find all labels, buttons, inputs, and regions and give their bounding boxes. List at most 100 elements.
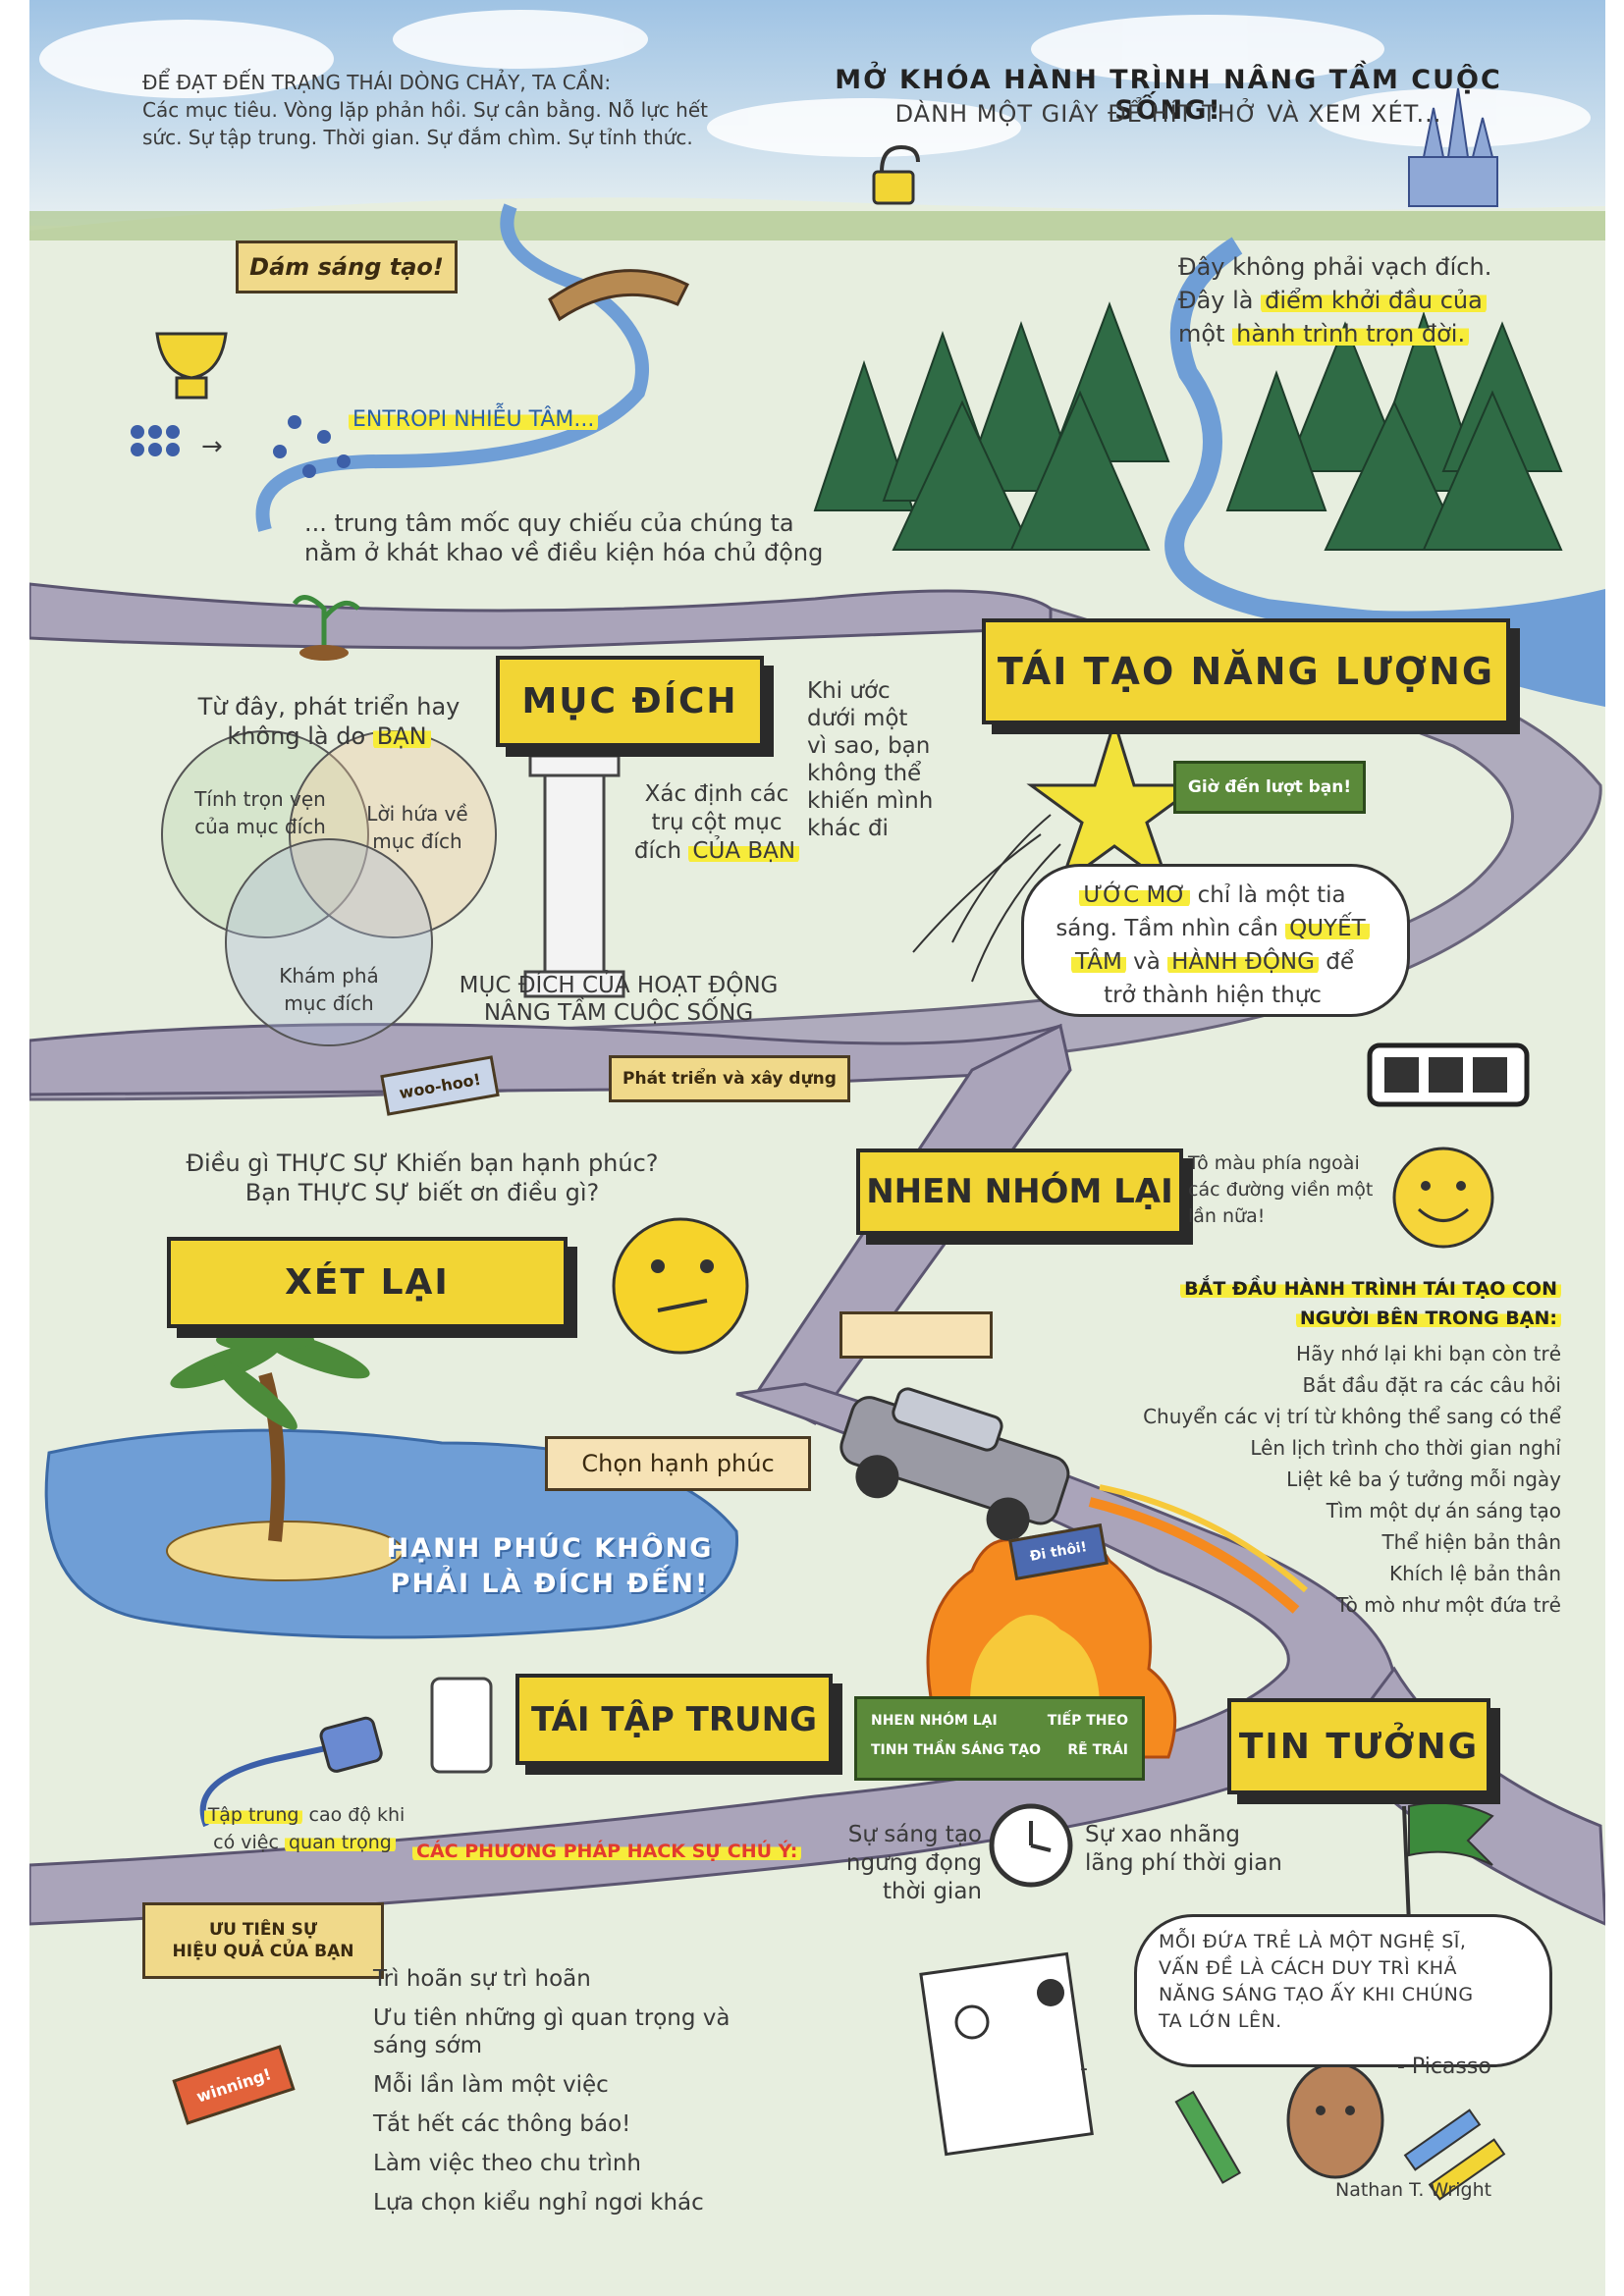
entropy-text: ENTROPI NHIỄU TÂM... bbox=[349, 407, 599, 432]
journey-item: Thể hiện bản thân bbox=[1381, 1530, 1561, 1554]
priority-line1: ƯU TIÊN SỰ bbox=[208, 1920, 318, 1940]
priority-item: Ưu tiên những gì quan trọng và bbox=[373, 2005, 731, 2031]
creativity-text: Sự sáng tạo ngưng đọng thời gian bbox=[815, 1821, 982, 1906]
priority-item: Trì hoãn sự trì hoãn bbox=[373, 1966, 591, 1992]
venn-circles bbox=[161, 730, 497, 1046]
priorities-list: Trì hoãn sự trì hoãn Ưu tiên những gì qu… bbox=[373, 1965, 825, 2216]
trophy-drawing bbox=[155, 332, 228, 400]
forest bbox=[813, 301, 1563, 551]
venn-bottom-label: Khám phá mục đích bbox=[279, 964, 379, 1015]
section-trust: TIN TƯỞNG bbox=[1227, 1698, 1490, 1794]
grow-text: Từ đây, phát triển hay không là do BẠN bbox=[167, 692, 491, 751]
pillars-line1: Xác định các bbox=[644, 781, 789, 807]
focus-t2: có việc bbox=[213, 1832, 285, 1853]
journey-item: Liệt kê ba ý tưởng mỗi ngày bbox=[1286, 1468, 1561, 1491]
journey-list: Hãy nhớ lại khi bạn còn trẻ Bắt đầu đặt … bbox=[1110, 1343, 1561, 1626]
pillar bbox=[523, 754, 625, 998]
wish-text: Khi ước dưới một vì sao, bạn không thể k… bbox=[807, 677, 974, 842]
start-note-line3-highlight: hành trình trọn đời. bbox=[1232, 320, 1470, 347]
credit: Nathan T. Wright bbox=[1335, 2179, 1492, 2201]
infographic-page: ĐỂ ĐẠT ĐẾN TRẠNG THÁI DÒNG CHẢY, TA CẦN:… bbox=[29, 0, 1605, 2296]
purpose-caption-line2: NÂNG TẦM CUỘC SỐNG bbox=[483, 1000, 754, 1026]
pillars-line3-highlight: CỦA BẠN bbox=[688, 838, 800, 864]
page-title: MỞ KHÓA HÀNH TRÌNH NÂNG TẦM CUỘC SỐNG! bbox=[835, 65, 1502, 126]
dream-highlight-determination: QUYẾT bbox=[1285, 916, 1370, 941]
journey-item: Khích lệ bản thân bbox=[1388, 1562, 1561, 1585]
locus-line1: ... trung tâm mốc quy chiếu của chúng ta bbox=[304, 509, 794, 537]
quote-line4: TA LỚN LÊN. bbox=[1159, 2010, 1282, 2032]
hack-text: CÁC PHƯƠNG PHÁP HACK SỰ CHÚ Ý: bbox=[412, 1841, 802, 1862]
quote-line2: VẤN ĐỀ LÀ CÁCH DUY TRÌ KHẢ bbox=[1159, 1957, 1457, 1979]
journey-item: Hãy nhớ lại khi bạn còn trẻ bbox=[1296, 1342, 1561, 1365]
section-rekindle: NHEN NHÓM LẠI bbox=[856, 1148, 1183, 1235]
focus-highlight-important: quan trọng bbox=[284, 1832, 396, 1853]
clock-drawing bbox=[989, 1803, 1073, 1888]
wish-line: không thể bbox=[807, 761, 922, 786]
section-purpose: MỤC ĐÍCH bbox=[496, 656, 764, 747]
sign-dare: Dám sáng tạo! bbox=[236, 240, 458, 294]
green-sign-row1-left: NHEN NHÓM LẠI bbox=[871, 1713, 998, 1729]
kid-drawing bbox=[919, 1951, 1094, 2157]
journey-item: Tò mò như một đứa trẻ bbox=[1336, 1593, 1561, 1617]
priority-item: Làm việc theo chu trình bbox=[373, 2151, 641, 2176]
section-renew: TÁI TẠO NĂNG LƯỢNG bbox=[982, 618, 1510, 724]
unlock-icon-drawing bbox=[872, 144, 920, 205]
car bbox=[839, 1387, 1070, 1541]
island-line2: PHẢI LÀ ĐÍCH ĐẾN! bbox=[390, 1569, 710, 1599]
island-text: HẠNH PHÚC KHÔNG PHẢI LÀ ĐÍCH ĐẾN! bbox=[373, 1531, 727, 1602]
grow-line2-highlight: BẠN bbox=[372, 722, 431, 750]
purpose-caption: MỤC ĐÍCH CỦA HOẠT ĐỘNG NÂNG TẦM CUỘC SỐN… bbox=[432, 972, 805, 1027]
venn-right-label: Lời hứa về mục đích bbox=[366, 802, 468, 853]
dream-highlight-action: HÀNH ĐỘNG bbox=[1167, 949, 1319, 975]
pillars-line2: trụ cột mục bbox=[651, 810, 783, 835]
pillars-text: Xác định các trụ cột mục đích CỦA BẠN bbox=[619, 780, 815, 866]
flow-body: Các mục tiêu. Vòng lặp phản hồi. Sự cân … bbox=[142, 98, 708, 149]
pillars-line3-pre: đích bbox=[633, 838, 689, 864]
blank-sign bbox=[839, 1311, 993, 1359]
section-refocus: TÁI TẬP TRUNG bbox=[515, 1674, 833, 1765]
dream-t1: chỉ là một tia bbox=[1190, 882, 1346, 908]
section-review: XÉT LẠI bbox=[167, 1237, 568, 1328]
wish-line: vì sao, bạn bbox=[807, 733, 931, 759]
color-outside-line: các đường viền một bbox=[1188, 1179, 1374, 1201]
distraction-text: Sự xao nhãng lãng phí thời gian bbox=[1085, 1821, 1321, 1878]
grow-line2-pre: không là do bbox=[227, 722, 373, 750]
priority-item: Lựa chọn kiểu nghỉ ngơi khác bbox=[373, 2190, 704, 2216]
journey-item: Tìm một dự án sáng tạo bbox=[1326, 1499, 1561, 1522]
dream-t5: trở thành hiện thực bbox=[1104, 983, 1322, 1008]
color-outside-line: lần nữa! bbox=[1188, 1205, 1266, 1227]
distraction-line: lãng phí thời gian bbox=[1085, 1850, 1282, 1876]
sign-your-turn: Giờ đến lượt bạn! bbox=[1173, 761, 1366, 814]
palm-leaves bbox=[170, 1328, 370, 1430]
priority-item: Mỗi lần làm một việc bbox=[373, 2072, 609, 2098]
start-note-line2-pre: Đây là bbox=[1178, 287, 1262, 314]
locus-line2: nằm ở khát khao về điều kiện hóa chủ độn… bbox=[304, 539, 824, 566]
focus-highlight: Tập trung bbox=[203, 1804, 303, 1826]
wish-line: khác đi bbox=[807, 816, 889, 841]
color-outside-text: Tô màu phía ngoài các đường viền một lần… bbox=[1188, 1150, 1424, 1230]
outlet bbox=[430, 1677, 493, 1774]
quote-text: MỖI ĐỨA TRẺ LÀ MỘT NGHỆ SĨ, VẤN ĐỀ LÀ CÁ… bbox=[1159, 1929, 1532, 2035]
quote-bubble bbox=[1134, 1914, 1552, 2067]
sun-face bbox=[1392, 1147, 1494, 1249]
priority-line2: HIỆU QUẢ CỦA BẠN bbox=[172, 1942, 354, 1961]
castle bbox=[1408, 87, 1498, 207]
thinking-emoji bbox=[612, 1217, 749, 1355]
dream-t2: sáng. Tầm nhìn cần bbox=[1056, 916, 1286, 941]
hack-label: CÁC PHƯƠNG PHÁP HACK SỰ CHÚ Ý: bbox=[412, 1841, 802, 1862]
happy-q-line1: Điều gì THỰC SỰ Khiến bạn hạnh phúc? bbox=[186, 1149, 659, 1177]
venn-left-label: Tính trọn vẹn của mục đích bbox=[194, 787, 326, 838]
journey-title: BẮT ĐẦU HÀNH TRÌNH TÁI TẠO CON NGƯỜI BÊN… bbox=[1119, 1274, 1561, 1333]
green-road-sign: NHEN NHÓM LẠI TIẾP THEO TINH THẦN SÁNG T… bbox=[854, 1696, 1145, 1781]
island-line1: HẠNH PHÚC KHÔNG bbox=[386, 1533, 714, 1564]
distraction-line: Sự xao nhãng bbox=[1085, 1822, 1241, 1847]
green-sign-row2-right: RẼ TRÁI bbox=[1067, 1742, 1128, 1758]
creativity-line: Sự sáng tạo bbox=[847, 1822, 982, 1847]
green-flag bbox=[1402, 1801, 1494, 1925]
dream-text: ƯỚC MƠ chỉ là một tia sáng. Tầm nhìn cần… bbox=[1041, 879, 1384, 1012]
sign-choose-happiness: Chọn hạnh phúc bbox=[545, 1436, 811, 1491]
green-sign-row2-left: TINH THẦN SÁNG TẠO bbox=[871, 1742, 1042, 1758]
start-note-line2-highlight: điểm khởi đầu của bbox=[1261, 287, 1487, 314]
wish-line: dưới một bbox=[807, 706, 908, 731]
happy-q-line2: Bạn THỰC SỰ biết ơn điều gì? bbox=[244, 1179, 600, 1206]
